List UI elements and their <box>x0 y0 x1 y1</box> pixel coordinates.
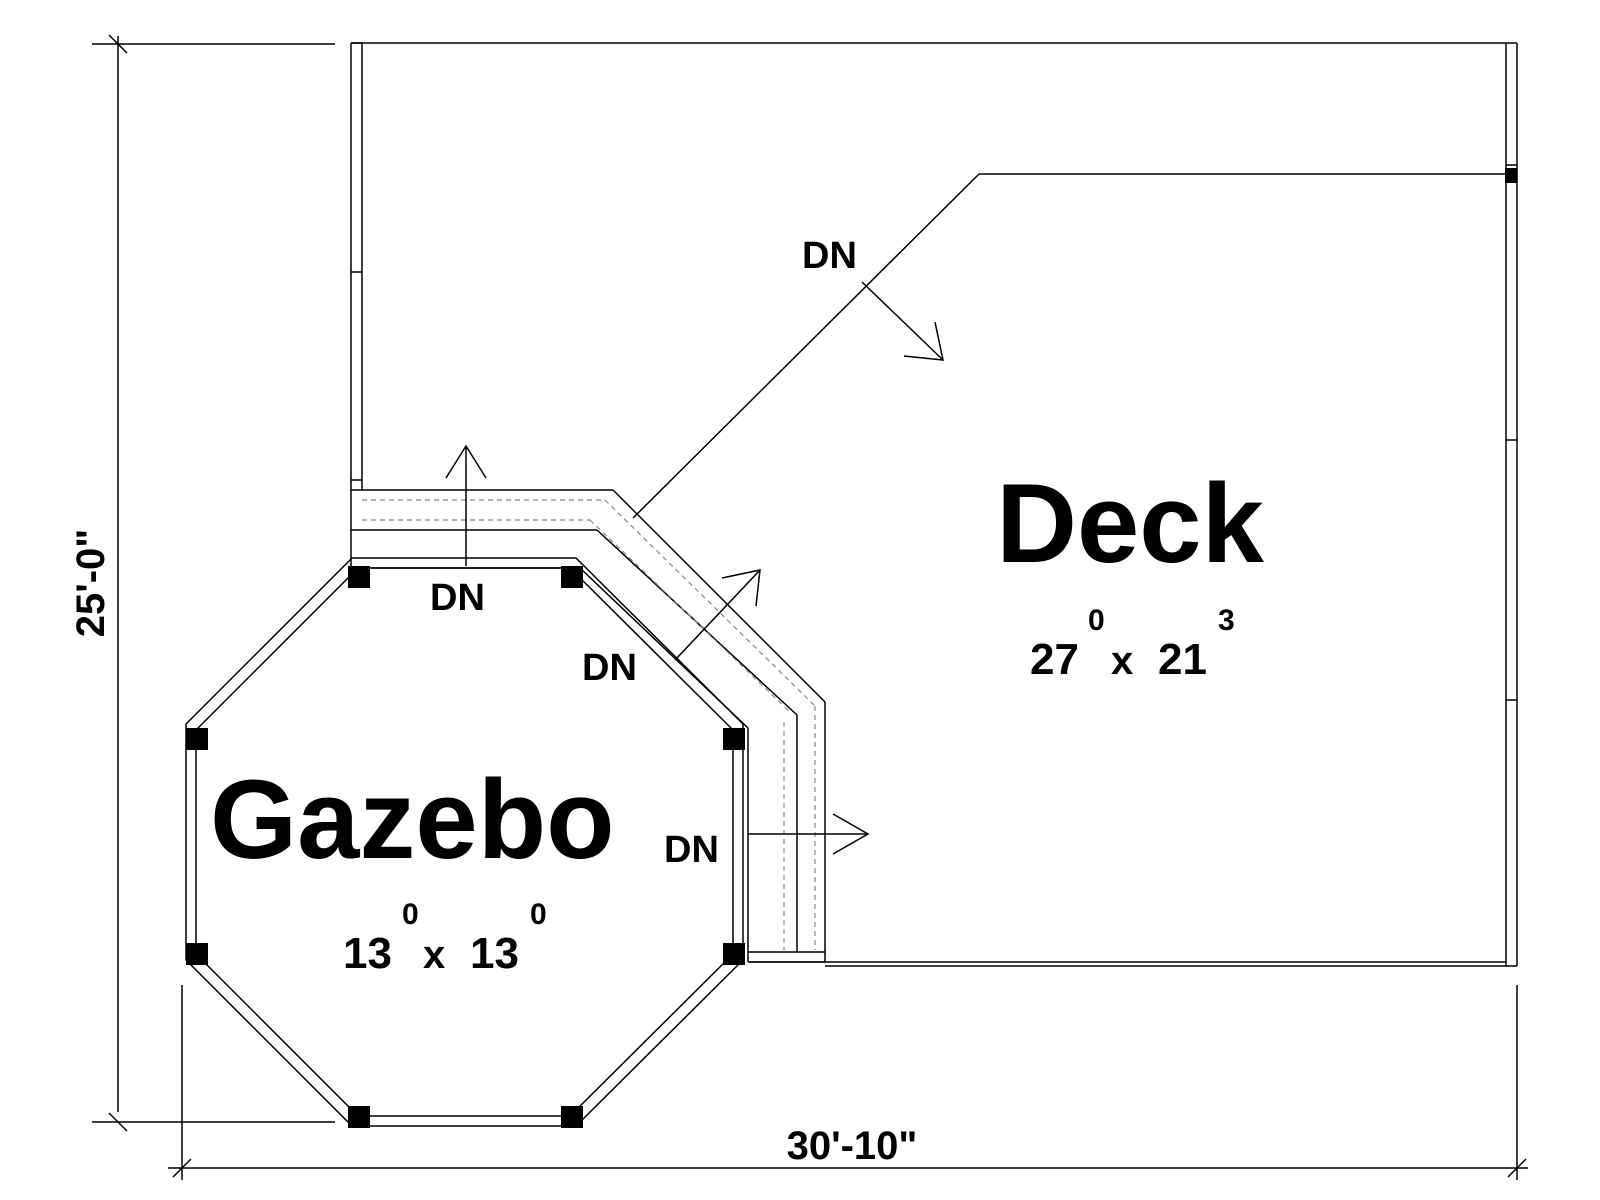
deck-room-size: 27 0 x 21 3 <box>1030 604 1235 684</box>
deck-size-height: 21 <box>1158 635 1207 684</box>
dimension-lines <box>92 34 1528 1180</box>
gazebo-size-sep: x <box>423 933 445 977</box>
deck-outline <box>350 42 1518 967</box>
gazebo-post <box>348 1106 370 1128</box>
arrow-icon <box>674 569 761 661</box>
stair-down-label: DN <box>802 235 857 277</box>
arrow-icon <box>445 444 487 566</box>
gazebo-room-size: 13 0 x 13 0 <box>343 898 547 978</box>
stair-down-label: DN <box>582 647 637 689</box>
gazebo-size-width-sup: 0 <box>402 898 419 931</box>
gazebo-post <box>561 1106 583 1128</box>
arrow-icon <box>861 281 944 361</box>
gazebo-post <box>723 943 745 965</box>
deck-size-height-sup: 3 <box>1218 604 1235 637</box>
deck-post <box>1505 168 1517 183</box>
arrow-icon <box>748 813 870 855</box>
gazebo-room-name: Gazebo <box>210 757 615 882</box>
gazebo-post <box>723 728 745 750</box>
gazebo-post <box>561 566 583 588</box>
gazebo-size-height-sup: 0 <box>530 898 547 931</box>
height-dimension-label: 25'-0" <box>69 529 113 638</box>
stairs <box>351 489 826 963</box>
deck-room-name: Deck <box>996 461 1264 586</box>
gazebo-posts <box>186 566 745 1128</box>
gazebo-post <box>348 566 370 588</box>
width-dimension-label: 30'-10" <box>787 1124 918 1168</box>
deck-size-width: 27 <box>1030 635 1079 684</box>
stair-tread-lines <box>362 499 816 950</box>
stair-down-label: DN <box>430 577 485 619</box>
gazebo-post <box>186 943 208 965</box>
deck-size-sep: x <box>1111 639 1133 683</box>
gazebo-size-height: 13 <box>470 929 519 978</box>
gazebo-size-width: 13 <box>343 929 392 978</box>
gazebo-post <box>186 728 208 750</box>
deck-size-width-sup: 0 <box>1088 604 1105 637</box>
stair-down-label: DN <box>664 829 719 871</box>
